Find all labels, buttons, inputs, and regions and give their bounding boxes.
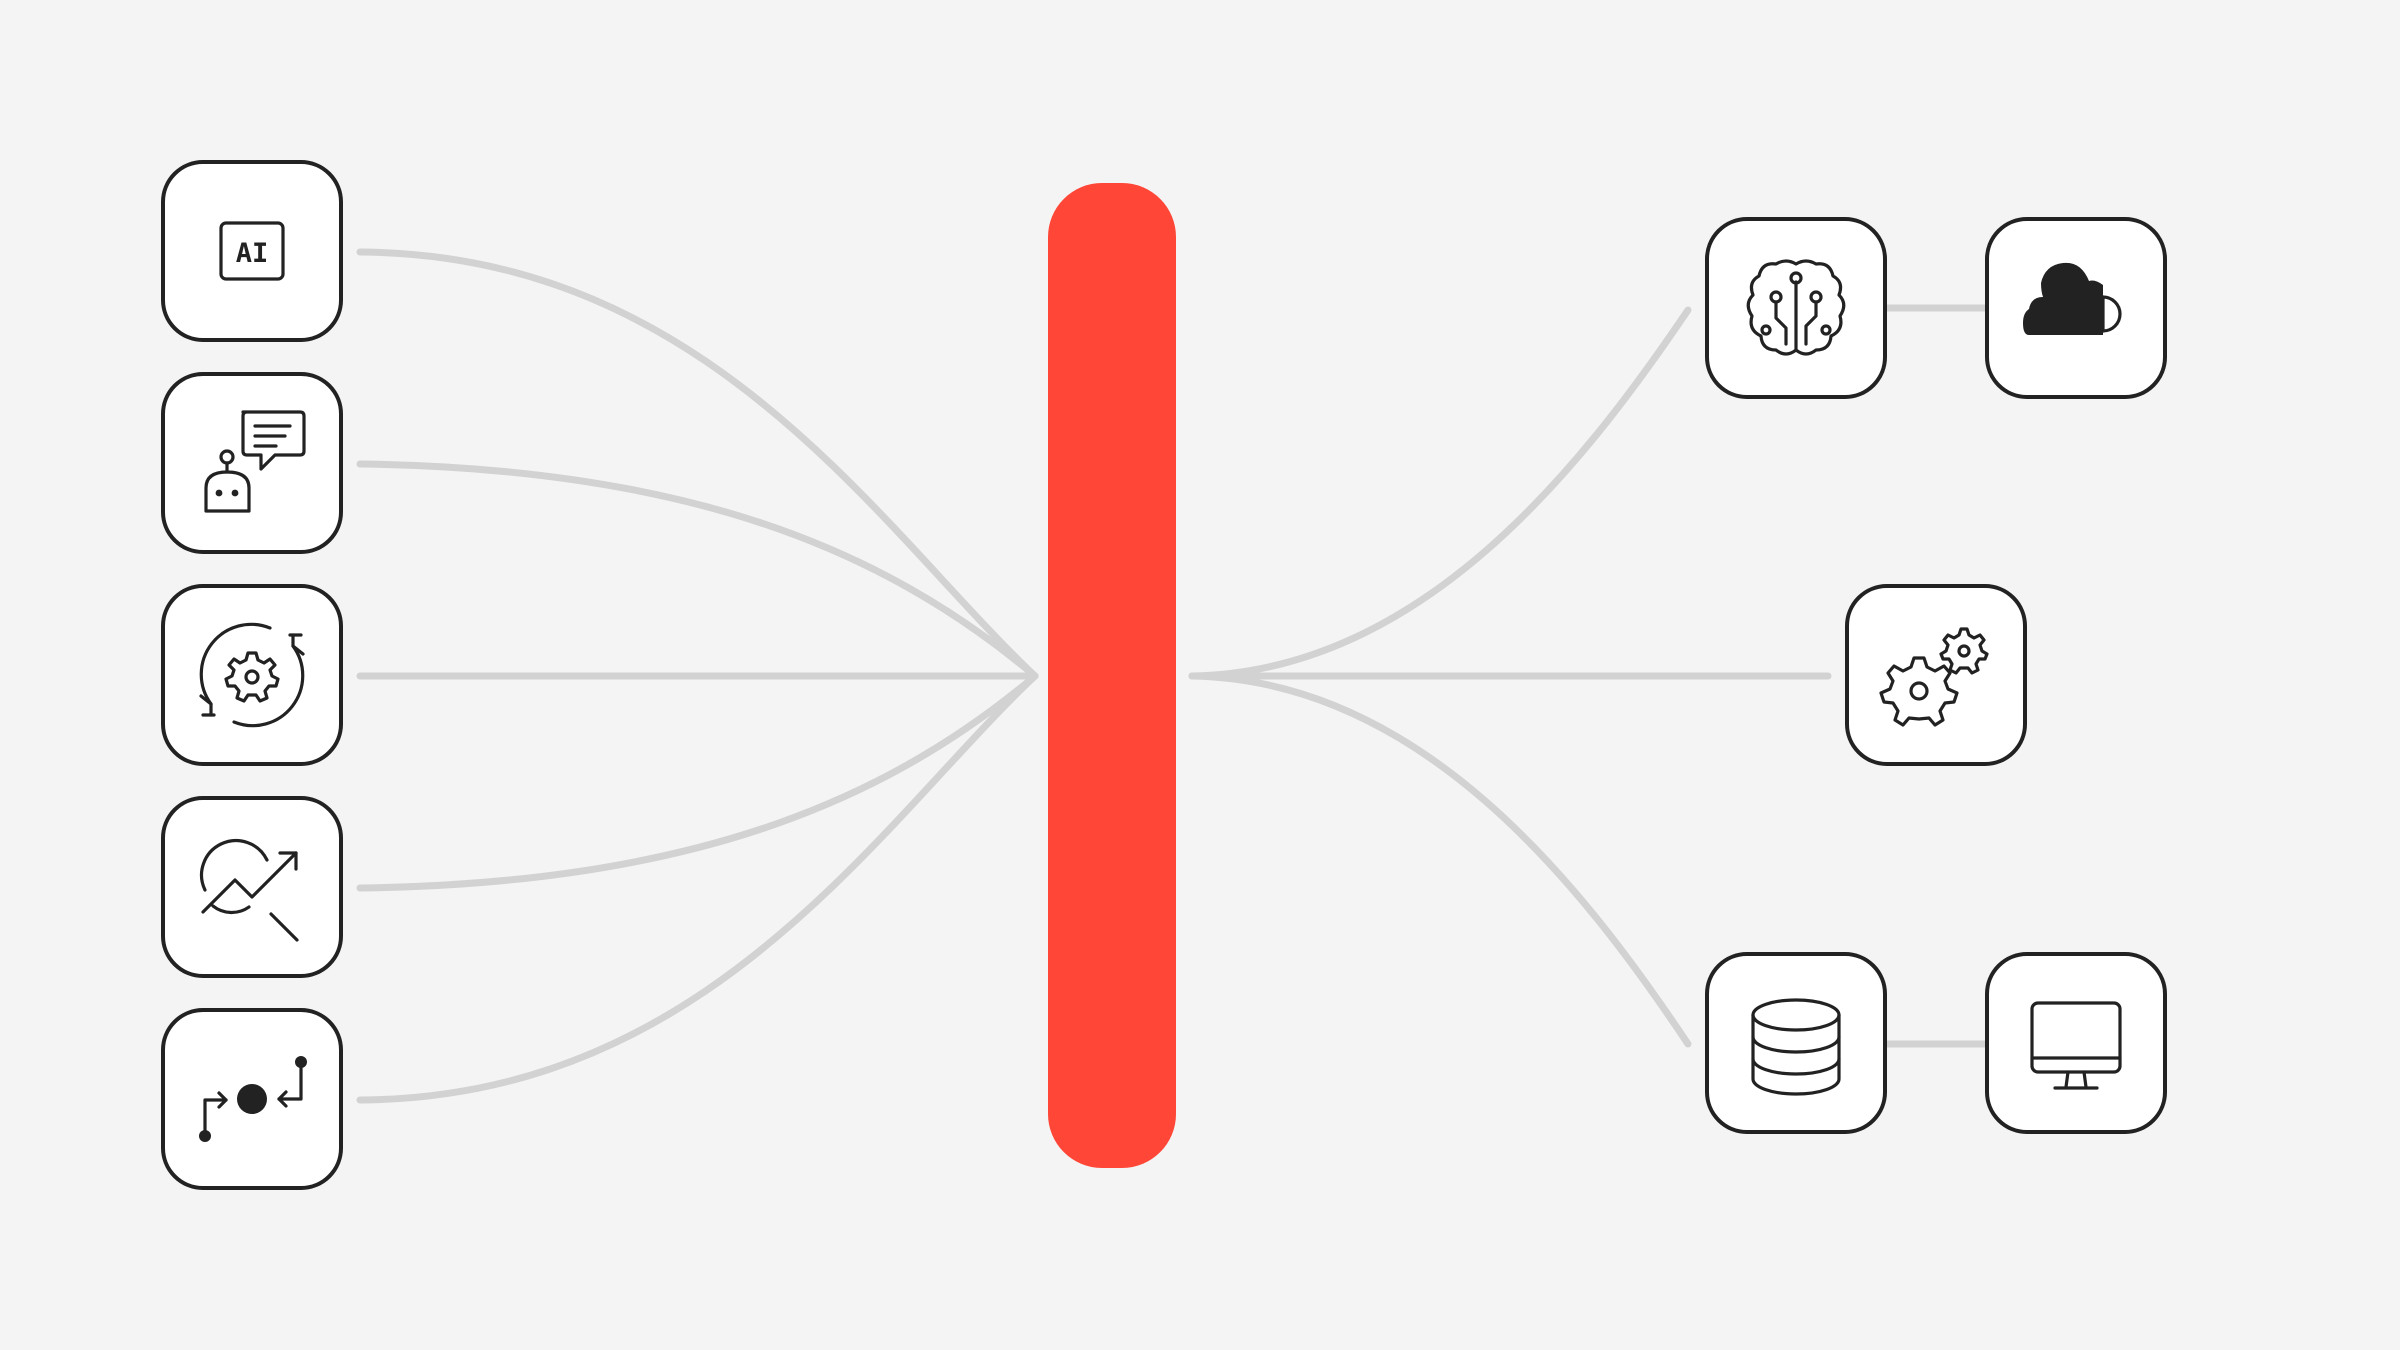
gears-icon: [1879, 627, 1989, 727]
output-tile-cloud: [1985, 217, 2167, 399]
input-tile-ai-chip: AI: [161, 160, 343, 342]
output-tile-ai-brain: [1705, 217, 1887, 399]
ai-chip-label: AI: [236, 238, 269, 269]
monitor-icon: [2030, 1001, 2122, 1090]
database-icon: [1751, 998, 1841, 1096]
tile-frame: [161, 796, 343, 978]
output-tile-database: [1705, 952, 1887, 1134]
output-tile-processing: [1845, 584, 2027, 766]
input-tile-chatbot: [161, 372, 343, 554]
input-tile-trend-analysis: [161, 796, 343, 978]
tile-frame: [161, 160, 343, 342]
input-tile-automation-cycle: [161, 584, 343, 766]
connector-analysis-to-hub: [356, 672, 1039, 892]
tile-frame: [1705, 952, 1887, 1134]
ai-chip-icon: AI: [219, 221, 285, 281]
connector-ai-chip-to-hub: [356, 248, 1039, 680]
connector-hub-to-database: [1188, 672, 1692, 1048]
output-tile-monitor: [1985, 952, 2167, 1134]
connector-workflow-to-hub: [356, 672, 1039, 1104]
central-hub-bar: [1048, 183, 1176, 1168]
circuit-brain-icon: [1746, 259, 1846, 356]
tile-frame: [161, 372, 343, 554]
chatbot-icon: [204, 410, 306, 513]
connector-chatbot-to-hub: [356, 460, 1039, 680]
connector-hub-to-ai-brain: [1188, 306, 1692, 680]
tile-frame: [1845, 584, 2027, 766]
trend-analysis-icon: [199, 838, 299, 942]
workflow-routing-icon: [199, 1056, 307, 1142]
input-tile-workflow-routing: [161, 1008, 343, 1190]
gear-cycle-icon: [199, 622, 305, 728]
tile-frame: [161, 584, 343, 766]
cloud-icon: [2023, 262, 2122, 335]
tile-frame: [1985, 952, 2167, 1134]
